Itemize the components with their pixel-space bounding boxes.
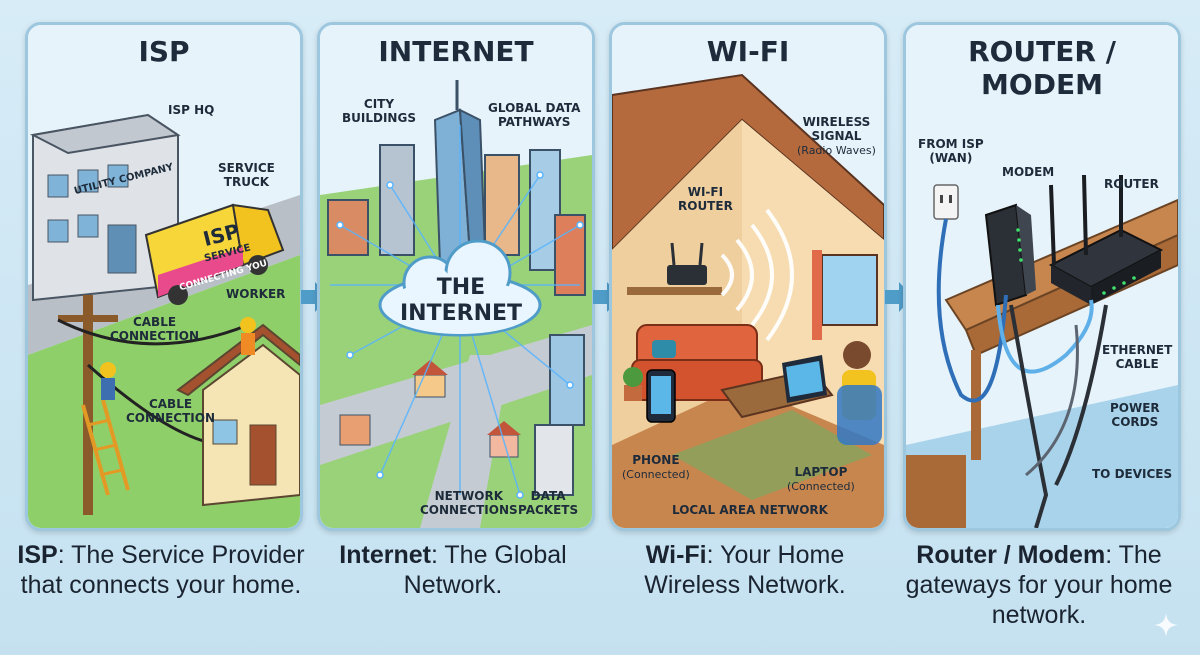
label-cable-connection-2: CABLE CONNECTION [126, 397, 215, 425]
isp-illustration [28, 25, 300, 528]
panel-title: ISP [138, 35, 190, 68]
internet-illustration [320, 25, 592, 528]
panel-title: ROUTER / MODEM [968, 35, 1116, 101]
label-data-packets: DATA PACKETS [518, 489, 579, 517]
caption-internet: Internet: The Global Network. [339, 541, 567, 599]
cloud-label: THE INTERNET [400, 275, 523, 326]
label-service-truck: SERVICE TRUCK [218, 161, 275, 189]
label-global-data-pathways: GLOBAL DATA PATHWAYS [488, 101, 581, 129]
sparkle-icon [1154, 613, 1178, 637]
internet-panel: INTERNET CITY BUILDINGS GLOBAL DATA PATH… [317, 22, 595, 531]
label-to-devices: TO DEVICES [1092, 467, 1173, 481]
wifi-panel: WI-FI WIRELESS SIGNAL(Radio Waves) WI-FI… [609, 22, 887, 531]
label-wireless-signal: WIRELESS SIGNAL(Radio Waves) [797, 115, 876, 157]
label-laptop: LAPTOP(Connected) [787, 465, 855, 493]
label-network-connections: NETWORK CONNECTIONS [420, 489, 518, 517]
isp-panel: ISP ISP HQ UTILITY COMPANY SERVICE TRUCK… [25, 22, 303, 531]
caption-router-modem: Router / Modem: The gateways for your ho… [905, 541, 1173, 629]
label-phone: PHONE(Connected) [622, 453, 690, 481]
label-wifi-router: WI-FI ROUTER [678, 185, 733, 213]
panel-title: WI-FI [706, 35, 790, 68]
label-power-cords: POWER CORDS [1110, 401, 1160, 429]
label-local-area-network: LOCAL AREA NETWORK [672, 503, 828, 517]
caption-wifi: Wi-Fi: Your Home Wireless Network. [644, 541, 846, 599]
caption-isp: ISP: The Service Provider that connects … [17, 541, 305, 599]
label-city-buildings: CITY BUILDINGS [342, 97, 416, 125]
label-isp-hq: ISP HQ [168, 103, 215, 117]
label-router: ROUTER [1104, 177, 1159, 191]
label-cable-connection-1: CABLE CONNECTION [110, 315, 199, 343]
label-from-isp: FROM ISP (WAN) [918, 137, 984, 165]
panel-title: INTERNET [378, 35, 534, 68]
router-modem-panel: ROUTER / MODEM FROM ISP (WAN) MODEM ROUT… [903, 22, 1181, 531]
label-worker: WORKER [226, 287, 286, 301]
router-modem-illustration [906, 25, 1178, 528]
cloud-icon [378, 239, 542, 337]
label-ethernet-cable: ETHERNET CABLE [1102, 343, 1173, 371]
wifi-illustration [612, 25, 884, 528]
label-modem: MODEM [1002, 165, 1055, 179]
